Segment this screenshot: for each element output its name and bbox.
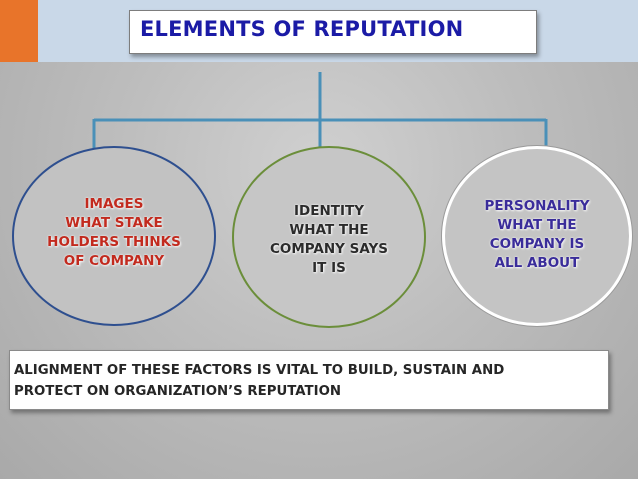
- footer-text: ALIGNMENT OF THESE FACTORS IS VITAL TO B…: [14, 363, 505, 399]
- accent-block: [0, 0, 38, 62]
- title-box: ELEMENTS OF REPUTATION: [129, 10, 537, 54]
- node-images-text: IMAGES WHAT STAKE HOLDERS THINKS OF COMP…: [47, 196, 181, 269]
- node-personality: PERSONALITY WHAT THE COMPANY IS ALL ABOU…: [442, 146, 632, 326]
- node-identity: IDENTITY WHAT THE COMPANY SAYS IT IS: [232, 146, 426, 328]
- footer-box: ALIGNMENT OF THESE FACTORS IS VITAL TO B…: [9, 350, 609, 410]
- node-personality-text: PERSONALITY WHAT THE COMPANY IS ALL ABOU…: [484, 198, 590, 271]
- node-identity-text: IDENTITY WHAT THE COMPANY SAYS IT IS: [269, 203, 389, 276]
- node-images: IMAGES WHAT STAKE HOLDERS THINKS OF COMP…: [12, 146, 216, 326]
- diagram-title: ELEMENTS OF REPUTATION: [140, 17, 464, 41]
